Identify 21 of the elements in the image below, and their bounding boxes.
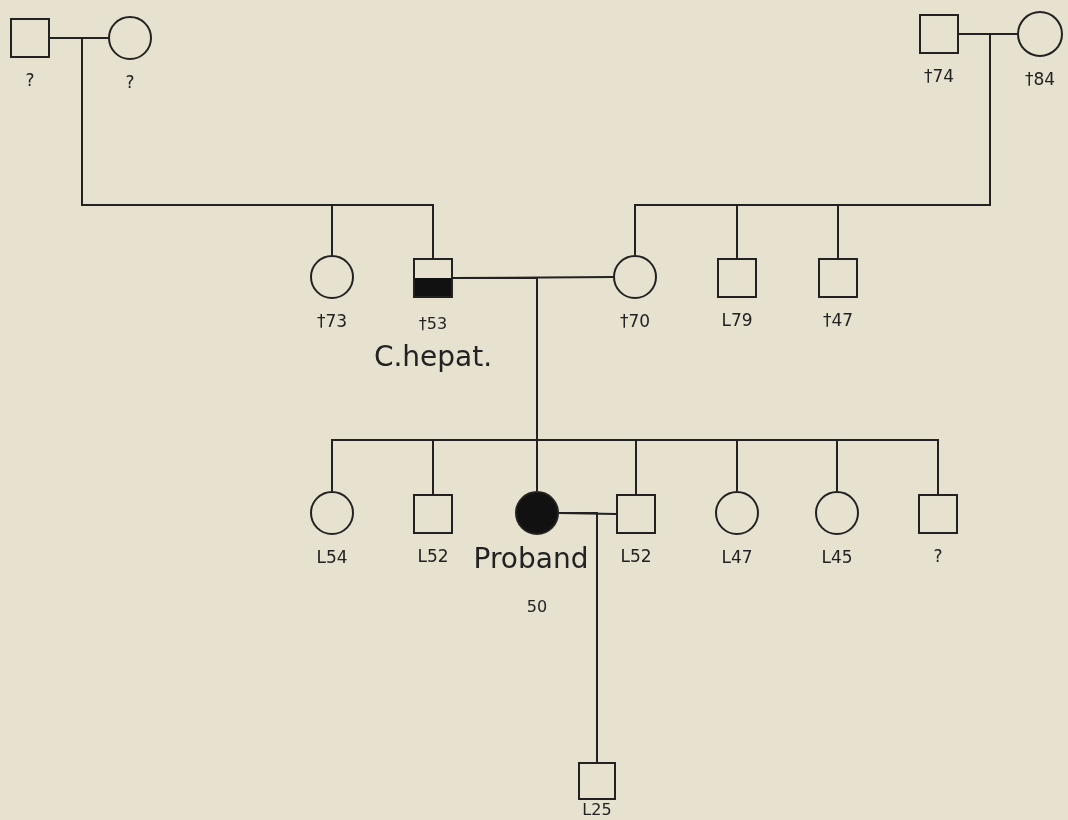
age-label: †73 [316, 313, 348, 330]
age-label: †47 [822, 312, 854, 329]
age-label: L25 [582, 802, 612, 818]
age-label: L79 [721, 312, 753, 329]
age-label: ? [25, 72, 35, 89]
age-label: 50 [526, 599, 548, 615]
age-label: †84 [1024, 71, 1056, 88]
age-label: †53 [418, 316, 448, 332]
note-text: C.hepat. [373, 343, 493, 371]
age-label: L52 [417, 548, 449, 565]
age-label: L47 [721, 549, 753, 566]
age-label: L54 [316, 549, 348, 566]
note-text: Proband [473, 545, 589, 573]
age-label: ? [125, 74, 135, 91]
age-label: ? [933, 548, 943, 565]
age-label: †70 [619, 313, 651, 330]
age-label: L52 [620, 548, 652, 565]
age-label: L45 [821, 549, 853, 566]
age-label: †74 [923, 68, 955, 85]
descent-line [558, 512, 598, 763]
descent-line [837, 33, 991, 259]
